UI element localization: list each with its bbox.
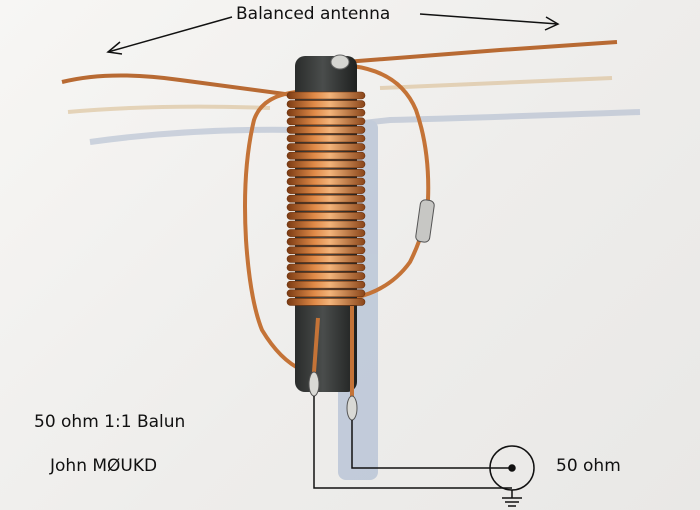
coil-turn — [286, 134, 366, 143]
antenna-arrows — [106, 13, 560, 55]
balun-title: 50 ohm 1:1 Balun — [34, 412, 186, 432]
coil-turn — [286, 160, 366, 169]
lead-wire-left — [312, 317, 320, 373]
loop-wire-left — [243, 90, 314, 380]
coil-turn — [286, 263, 366, 272]
coil-turn — [286, 151, 366, 160]
coil-turn — [286, 280, 366, 289]
antenna-label: Balanced antenna — [236, 4, 391, 24]
coil-turn — [286, 212, 366, 220]
coil-turn — [286, 143, 366, 151]
coil-turn — [286, 246, 366, 255]
coil-turn — [286, 237, 366, 246]
solder-joint — [415, 199, 435, 243]
coil-turn — [286, 229, 366, 237]
coil-turn — [286, 220, 366, 229]
copper-coil — [286, 91, 366, 306]
coil-turn — [286, 91, 366, 100]
coil-turn — [286, 298, 366, 306]
author-label: John MØUKD — [50, 456, 158, 476]
impedance-label: 50 ohm — [556, 456, 621, 476]
solder-tip-top — [330, 54, 350, 70]
antenna-wire-left — [61, 73, 301, 98]
coil-turn — [286, 108, 366, 117]
coax-schematic — [313, 396, 535, 507]
coil-turn — [286, 203, 366, 212]
coil-turn — [286, 194, 366, 203]
coil-turn — [286, 126, 366, 134]
lead-tip-left — [308, 371, 320, 397]
coil-turn — [286, 100, 366, 108]
coil-turn — [286, 169, 366, 177]
coil-turn — [286, 255, 366, 263]
lead-tip-right — [346, 395, 358, 421]
antenna-wire-right — [344, 40, 618, 64]
coil-turn — [286, 117, 366, 126]
coil-turn — [286, 177, 366, 186]
coil-turn — [286, 186, 366, 194]
coil-turn — [286, 289, 366, 298]
coil-turn — [286, 272, 366, 280]
